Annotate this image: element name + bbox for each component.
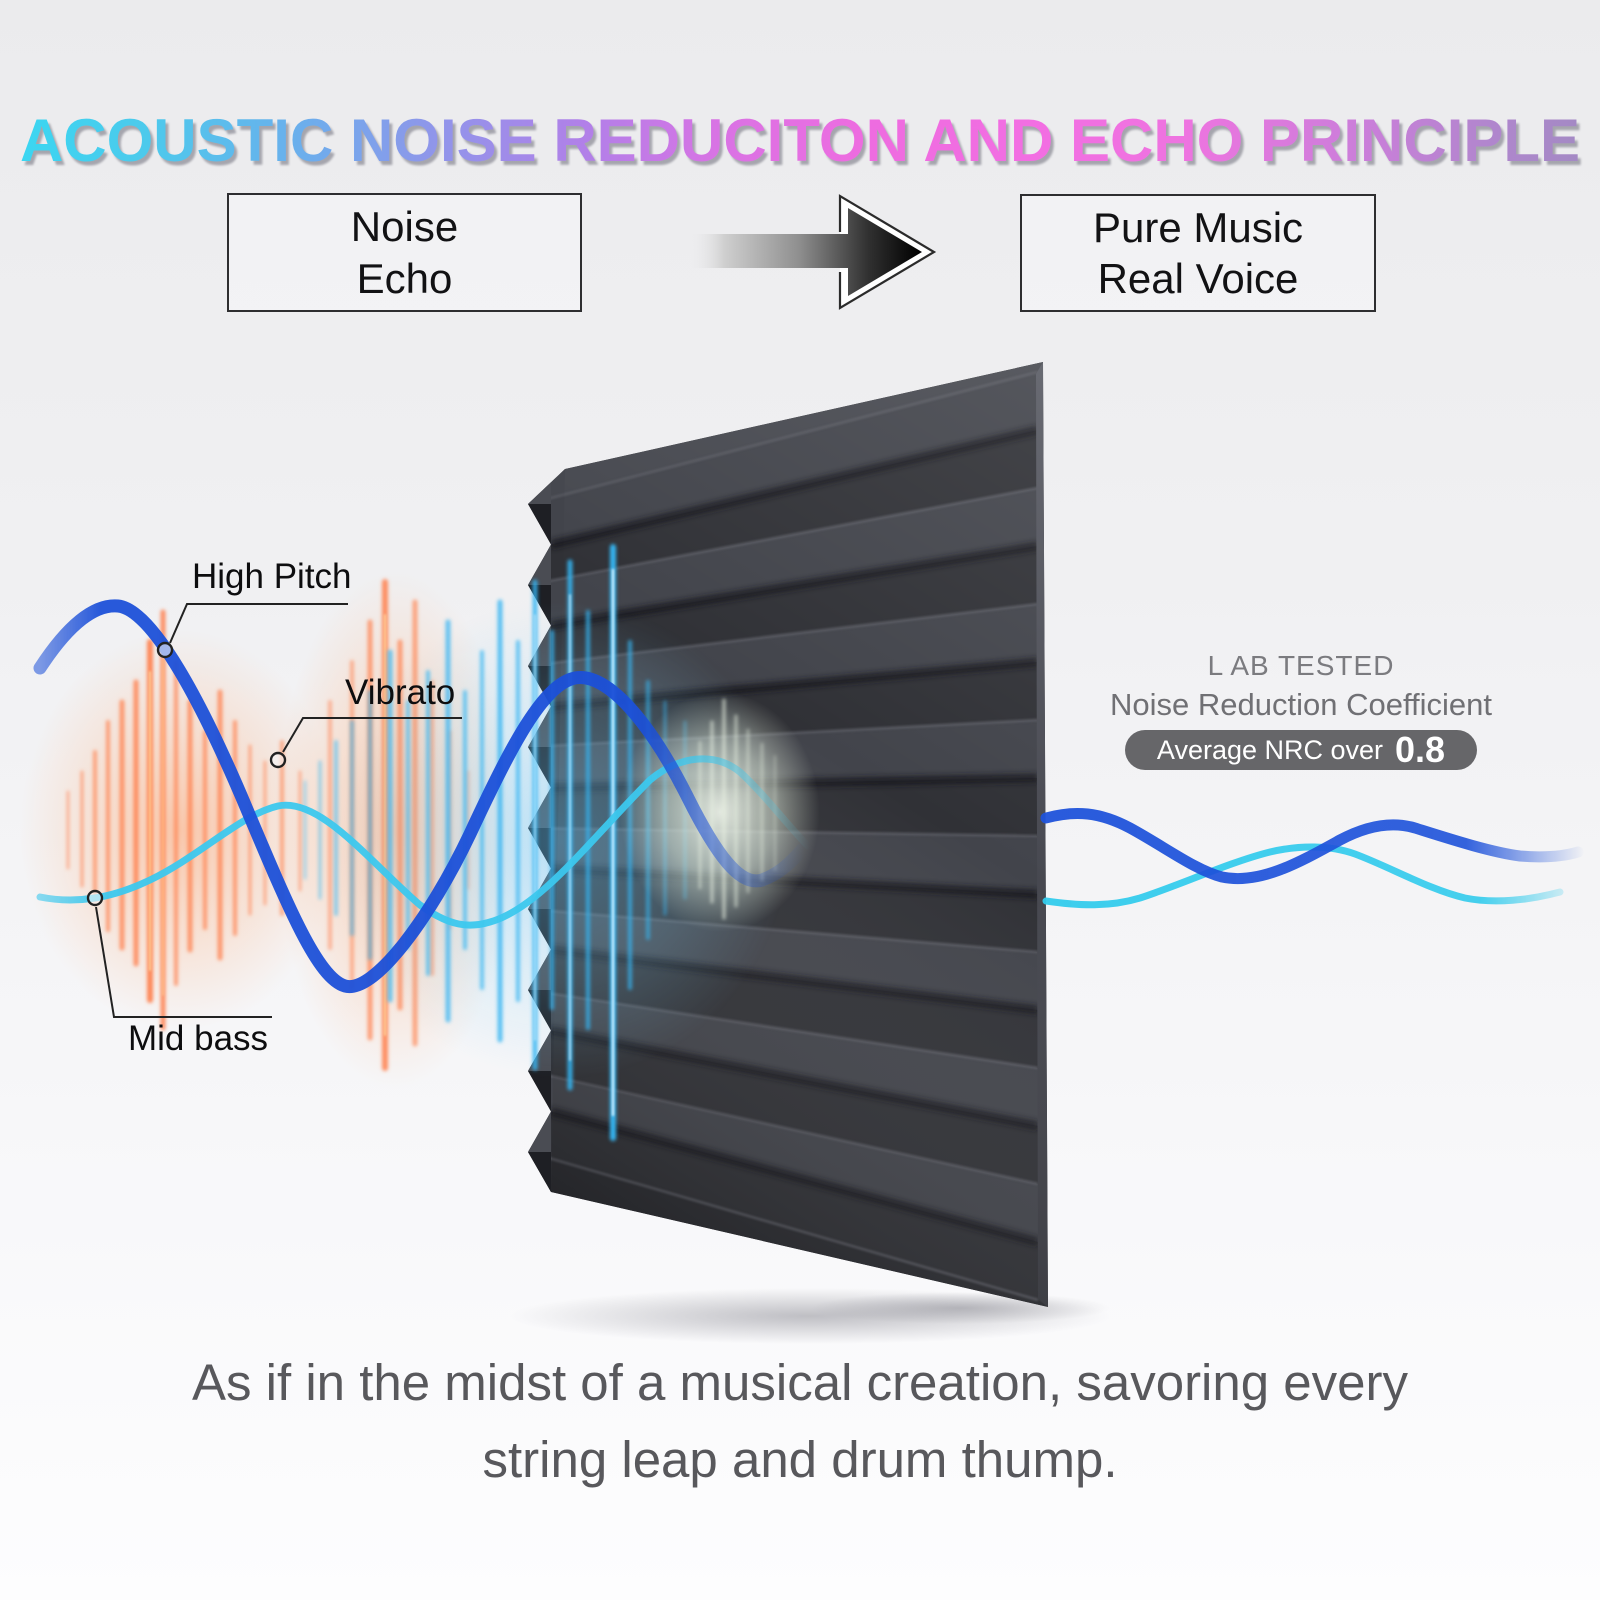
- pure-music-line2: Real Voice: [1097, 255, 1299, 302]
- lab-test-block: L AB TESTED Noise Reduction Coefficient …: [1100, 650, 1502, 770]
- blue-waveform: [303, 544, 820, 1141]
- nrc-subheading: Noise Reduction Coefficient: [1110, 687, 1492, 722]
- noise-echo-box: Noise Echo: [227, 193, 582, 312]
- page-title: ACOUSTIC NOISE REDUCITON AND ECHO PRINCI…: [0, 106, 1600, 175]
- high-pitch-label: High Pitch: [192, 557, 352, 596]
- noise-echo-line2: Echo: [356, 254, 453, 302]
- nrc-badge-label: Average NRC over: [1156, 734, 1384, 765]
- arrow-right-icon: [687, 194, 937, 310]
- pure-music-box: Pure Music Real Voice: [1020, 194, 1376, 312]
- lab-tested-heading: L AB TESTED: [1207, 650, 1395, 681]
- noise-echo-line1: Noise: [350, 203, 459, 251]
- caption-block: As if in the midst of a musical creation…: [0, 1344, 1600, 1498]
- nrc-badge-value: 0.8: [1395, 729, 1446, 770]
- vibrato-label: Vibrato: [345, 673, 456, 712]
- caption-line2: string leap and drum thump.: [482, 1431, 1118, 1488]
- nrc-badge: Average NRC over 0.8: [1125, 729, 1477, 770]
- caption-line1: As if in the midst of a musical creation…: [191, 1354, 1408, 1411]
- pure-music-line1: Pure Music: [1092, 203, 1304, 251]
- sound-wave-right: [1040, 807, 1584, 909]
- leader-lines: [86, 603, 462, 1018]
- mid-bass-label: Mid bass: [128, 1019, 269, 1058]
